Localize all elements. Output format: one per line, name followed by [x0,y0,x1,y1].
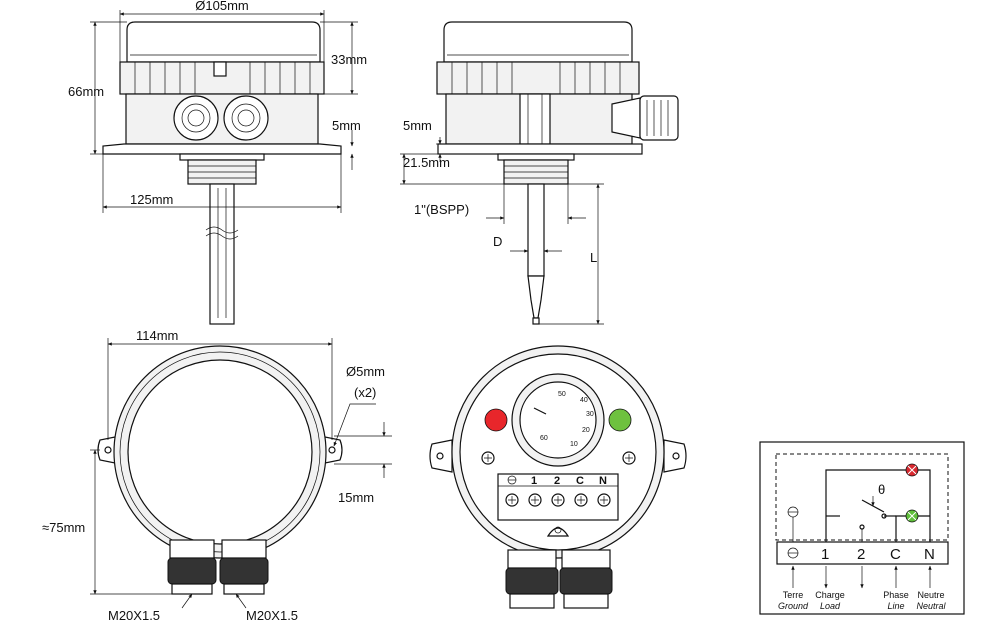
dim-base-width: 125mm [130,192,173,207]
led-red [484,408,508,432]
terminal-screws [505,493,611,507]
front-view: Ø105mm 33mm 66mm 5mm 125mm [68,0,367,325]
front-cover [126,21,321,63]
terminal-block [497,473,619,521]
dim-thread-spec: 1"(BSPP) [414,202,469,217]
gland-left-open [505,567,559,595]
front-probe [209,183,235,325]
thermostat-dial [519,381,597,459]
side-probe [527,183,545,277]
mount-hole-open-right [672,452,680,460]
terminal-label: C [576,475,584,487]
gland-label-right: M20X1.5 [246,608,298,623]
side-gland [639,95,679,141]
dim-side-flange: 5mm [403,118,432,133]
gland-nut-left [169,539,215,559]
dial-label: 40 [580,397,588,404]
wiring-neutral-fr: Neutre [917,590,944,600]
side-cover [443,21,633,63]
dim-hole-count: (x2) [354,385,376,400]
dial-label: 20 [582,427,590,434]
wiring-ground-en: Ground [778,601,809,611]
dial-label: 30 [586,411,594,418]
dim-housing-width: 114mm [136,328,178,343]
dim-hole-diameter: Ø5mm [346,364,385,379]
dim-hole-spacing: 15mm [338,490,374,505]
mount-hole-left [104,446,112,454]
dial-label: 60 [540,435,548,442]
wiring-terminal-strip [776,541,949,565]
top-view: 114mm Ø5mm (x2) 15mm ≈75mm M20X1.5 M20X1… [42,328,392,623]
wiring-angle-symbol: θ [878,482,885,497]
wiring-diagram: θ 1 2 C N Terre Ground Charge Load Phase… [759,441,965,615]
mount-hole-open-left [436,452,444,460]
side-flange [437,143,643,155]
wiring-terminal-label: C [890,546,901,563]
terminal-label: 1 [531,475,537,487]
led-green [608,408,632,432]
top-cover [127,359,313,545]
dim-probe-length: L [590,250,597,265]
gland-label-left: M20X1.5 [108,608,160,623]
terminal-label: 2 [554,475,560,487]
gland-right-front [223,95,269,141]
wiring-line-fr: Phase [883,590,909,600]
terminal-bracket-icon [546,527,570,537]
dim-total-height: 66mm [68,84,104,99]
gland-left-front [173,95,219,141]
terminal-label: N [599,475,607,487]
wiring-terminal-label: 1 [821,546,829,563]
dim-diameter-top: Ø105mm [195,0,248,13]
dial-label: 50 [558,391,566,398]
dial-scale-labels: 40 30 20 10 60 50 [540,391,594,448]
open-housing-view: 40 30 20 10 60 50 1 2 C N [429,345,687,609]
gland-right-top [219,557,269,585]
dim-cover-height: 33mm [331,52,367,67]
dim-probe-diameter: D [493,234,502,249]
dial-label: 10 [570,441,578,448]
front-body [125,93,319,145]
wiring-terminal-label: 2 [857,546,865,563]
gland-right-open [559,567,613,595]
dim-center-height: ≈75mm [42,520,85,535]
wiring-line-en: Line [887,601,904,611]
mount-hole-right [328,446,336,454]
wiring-ground-fr: Terre [783,590,804,600]
gland-left-top [167,557,217,585]
dim-flange-thickness: 5mm [332,118,361,133]
wiring-terminal-label: N [924,546,935,563]
gland-nut-right [221,539,267,559]
wiring-load-en: Load [820,601,841,611]
wiring-neutral-en: Neutral [916,601,946,611]
front-flange [102,143,342,155]
wiring-load-fr: Charge [815,590,845,600]
dim-thread-height: 21.5mm [403,155,450,170]
side-view: 5mm 21.5mm 1"(BSPP) D L [400,21,679,325]
